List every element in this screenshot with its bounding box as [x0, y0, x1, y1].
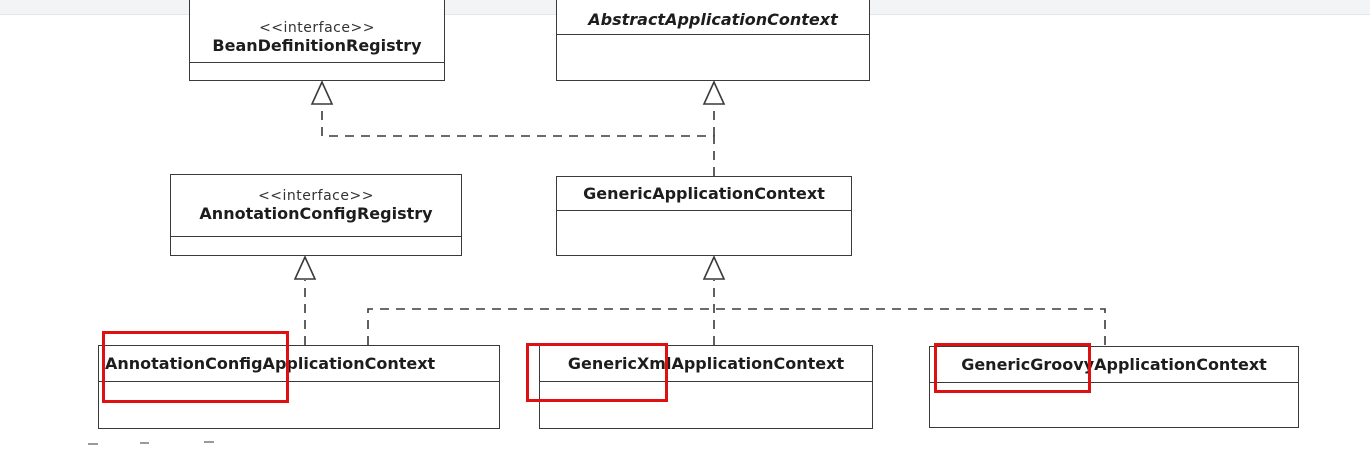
class-header: <<interface>> BeanDefinitionRegistry: [190, 0, 444, 63]
class-bean-definition-registry: <<interface>> BeanDefinitionRegistry: [189, 0, 445, 81]
stereotype-label: <<interface>>: [259, 20, 375, 36]
class-header: GenericXmlApplicationContext: [540, 346, 872, 382]
class-header: <<interface>> AnnotationConfigRegistry: [171, 175, 461, 237]
class-generic-xml-application-context: GenericXmlApplicationContext: [539, 345, 873, 429]
class-generic-application-context: GenericApplicationContext: [556, 176, 852, 256]
triangle-arrow-icon: [702, 255, 726, 280]
class-abstract-application-context: AbstractApplicationContext: [556, 0, 870, 81]
class-name: AnnotationConfigRegistry: [199, 203, 433, 223]
class-header: GenericGroovyApplicationContext: [930, 347, 1298, 383]
scan-residue: [88, 443, 98, 445]
highlight-generic-groovy: [934, 343, 1091, 393]
generalization-line-generic-application-context: [367, 308, 1106, 345]
highlight-annotation-config: [102, 331, 289, 403]
class-header: AnnotationConfigApplicationContext: [99, 346, 499, 382]
triangle-arrow-icon: [310, 80, 334, 105]
stereotype-label: <<interface>>: [258, 187, 374, 204]
scan-residue: [140, 442, 149, 444]
class-name: BeanDefinitionRegistry: [212, 36, 422, 55]
realization-line-bean-definition-registry: [321, 104, 715, 176]
triangle-arrow-icon: [702, 80, 726, 105]
class-annotation-config-registry: <<interface>> AnnotationConfigRegistry: [170, 174, 462, 256]
highlight-generic-xml: [526, 343, 668, 402]
class-name: GenericGroovyApplicationContext: [961, 354, 1267, 374]
class-name: GenericXmlApplicationContext: [567, 353, 845, 373]
class-name: AnnotationConfigApplicationContext: [105, 353, 436, 373]
class-annotation-config-application-context: AnnotationConfigApplicationContext: [98, 345, 500, 429]
triangle-arrow-icon: [293, 255, 317, 280]
class-name: AbstractApplicationContext: [588, 10, 838, 29]
class-name: GenericApplicationContext: [583, 183, 825, 203]
class-header: GenericApplicationContext: [557, 177, 851, 211]
class-header: AbstractApplicationContext: [557, 0, 869, 35]
scan-residue: [204, 441, 214, 443]
class-generic-groovy-application-context: GenericGroovyApplicationContext: [929, 346, 1299, 428]
